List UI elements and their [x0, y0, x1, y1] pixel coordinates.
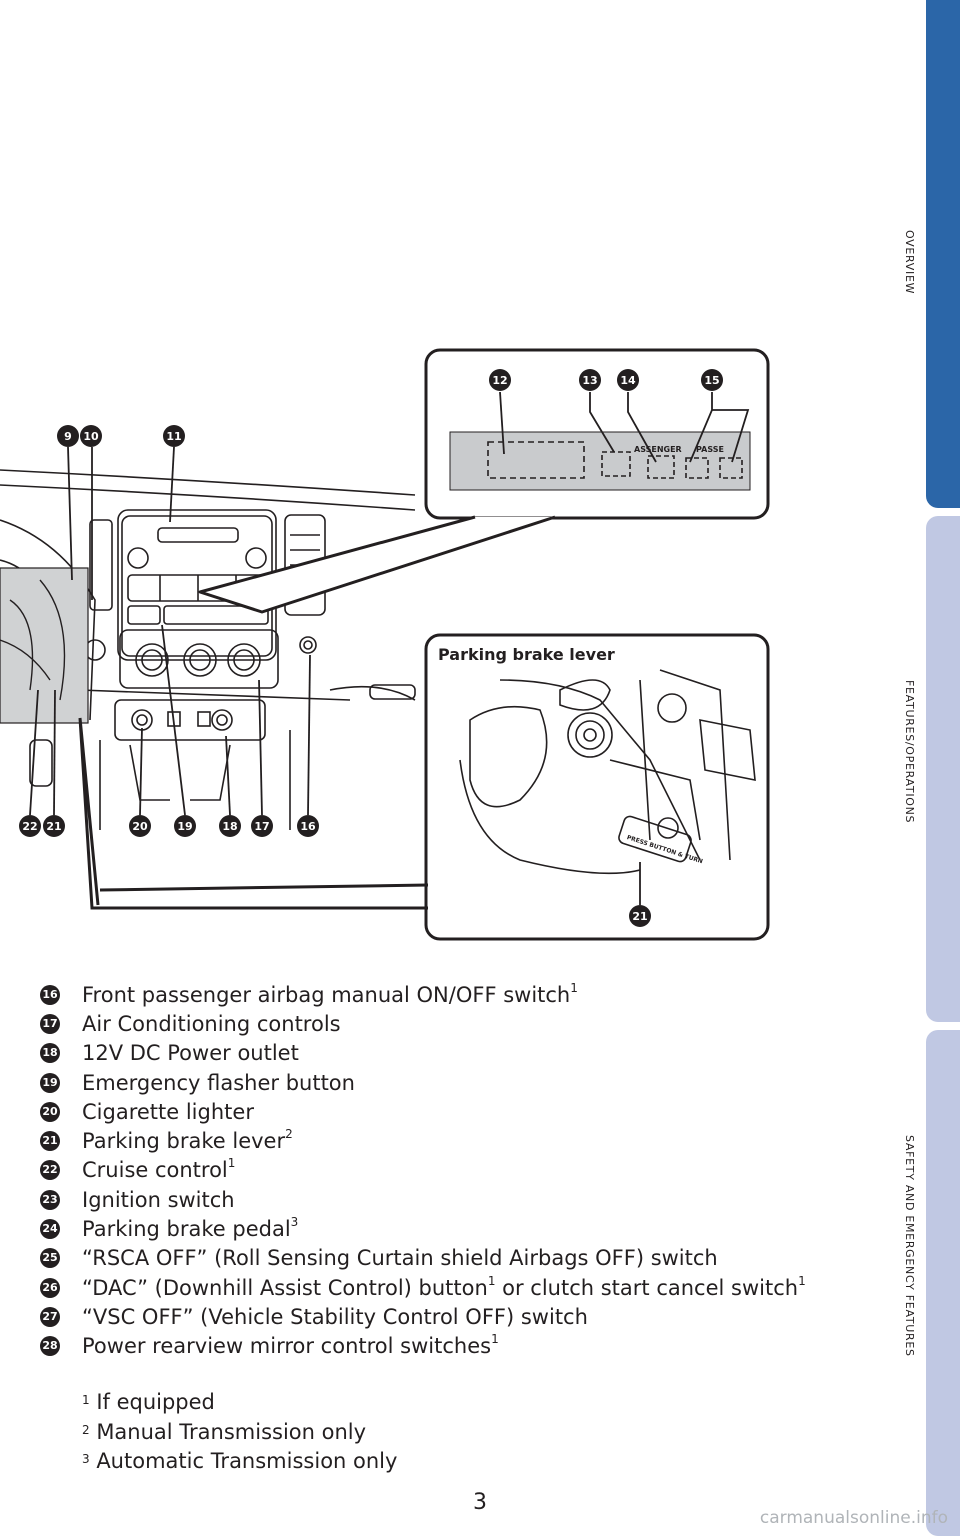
- tab-overview[interactable]: [926, 0, 960, 508]
- svg-text:20: 20: [132, 820, 148, 833]
- legend-number-badge: 28: [40, 1336, 60, 1357]
- callout-13: [579, 369, 601, 391]
- svg-text:14: 14: [620, 374, 636, 387]
- legend-text: “DAC” (Downhill Assist Control) button1 …: [82, 1273, 806, 1300]
- callout-12: [489, 369, 511, 391]
- tab-label-features-operations: FEATURES/OPERATIONS: [903, 680, 916, 824]
- legend-text: Parking brake lever2: [82, 1127, 293, 1154]
- inset-label: Parking brake lever: [438, 645, 615, 664]
- svg-text:18: 18: [222, 820, 237, 833]
- footnote: 1 If equipped: [82, 1390, 215, 1414]
- tab-label-overview: OVERVIEW: [903, 230, 916, 295]
- legend-number-badge: 25: [40, 1248, 60, 1269]
- legend-text: Power rearview mirror control switches1: [82, 1332, 499, 1359]
- svg-text:12: 12: [492, 374, 507, 387]
- page-number: 3: [473, 1490, 487, 1515]
- svg-text:10: 10: [83, 430, 99, 443]
- legend-number-badge: 27: [40, 1306, 60, 1327]
- svg-text:16: 16: [300, 820, 316, 833]
- legend-text: “VSC OFF” (Vehicle Stability Control OFF…: [82, 1304, 588, 1329]
- svg-text:17: 17: [254, 820, 269, 833]
- svg-text:19: 19: [177, 820, 192, 833]
- svg-text:22: 22: [22, 820, 37, 833]
- legend-text: Parking brake pedal3: [82, 1215, 299, 1242]
- callout-20: [129, 815, 151, 837]
- legend-text: Cruise control1: [82, 1156, 236, 1183]
- legend-text: Cigarette lighter: [82, 1099, 254, 1124]
- callout-11: [163, 425, 185, 447]
- callout-15: [701, 369, 723, 391]
- tab-features-operations[interactable]: [926, 516, 960, 1022]
- legend-text: Emergency flasher button: [82, 1070, 355, 1095]
- tab-safety-emergency[interactable]: [926, 1030, 960, 1536]
- callout-17: [251, 815, 273, 837]
- callout-21: [43, 815, 65, 837]
- callout-22: [19, 815, 41, 837]
- legend-text: Front passenger airbag manual ON/OFF swi…: [82, 980, 578, 1007]
- dashboard-illustration: ASSENGER PASSE Parking brake lever PRESS…: [0, 348, 770, 941]
- callout-16: [297, 815, 319, 837]
- legend-number-badge: 19: [40, 1072, 60, 1093]
- svg-text:21: 21: [632, 910, 647, 923]
- legend-number-badge: 20: [40, 1101, 60, 1122]
- watermark: carmanualsonline.info: [759, 1508, 948, 1528]
- svg-text:11: 11: [166, 430, 181, 443]
- callout-14: [617, 369, 639, 391]
- callout-19: [174, 815, 196, 837]
- side-tabs: [926, 0, 960, 1536]
- footnotes: 1 If equipped 2 Manual Transmission only 3…: [82, 1388, 397, 1477]
- callout-9: [57, 425, 79, 447]
- legend-number-badge: 17: [40, 1013, 60, 1034]
- callout-10: [80, 425, 102, 447]
- svg-text:9: 9: [64, 430, 72, 443]
- callout-18: [219, 815, 241, 837]
- legend-number-badge: 23: [40, 1189, 60, 1210]
- legend-text: Ignition switch: [82, 1187, 235, 1212]
- legend-number-badge: 16: [40, 984, 60, 1005]
- legend-number-badge: 21: [40, 1131, 60, 1152]
- callout-21-inset: [629, 905, 651, 927]
- tab-label-safety-emergency: SAFETY AND EMERGENCY FEATURES: [903, 1135, 916, 1357]
- svg-text:13: 13: [582, 374, 597, 387]
- legend-text: Air Conditioning controls: [82, 1011, 341, 1036]
- svg-text:15: 15: [704, 374, 719, 387]
- footnote: 2 Manual Transmission only: [82, 1419, 367, 1444]
- legend-number-badge: 18: [40, 1043, 60, 1064]
- legend-number-badge: 22: [40, 1160, 60, 1181]
- panel-text-left: ASSENGER: [634, 445, 682, 454]
- svg-text:21: 21: [46, 820, 61, 833]
- footnote: 3 Automatic Transmission only: [82, 1449, 398, 1473]
- legend-number-badge: 26: [40, 1277, 60, 1298]
- legend-number-badge: 24: [40, 1219, 60, 1240]
- legend-text: 12V DC Power outlet: [82, 1041, 299, 1066]
- legend-text: “RSCA OFF” (Roll Sensing Curtain shield …: [82, 1246, 718, 1271]
- panel-text-right: PASSE: [696, 445, 724, 454]
